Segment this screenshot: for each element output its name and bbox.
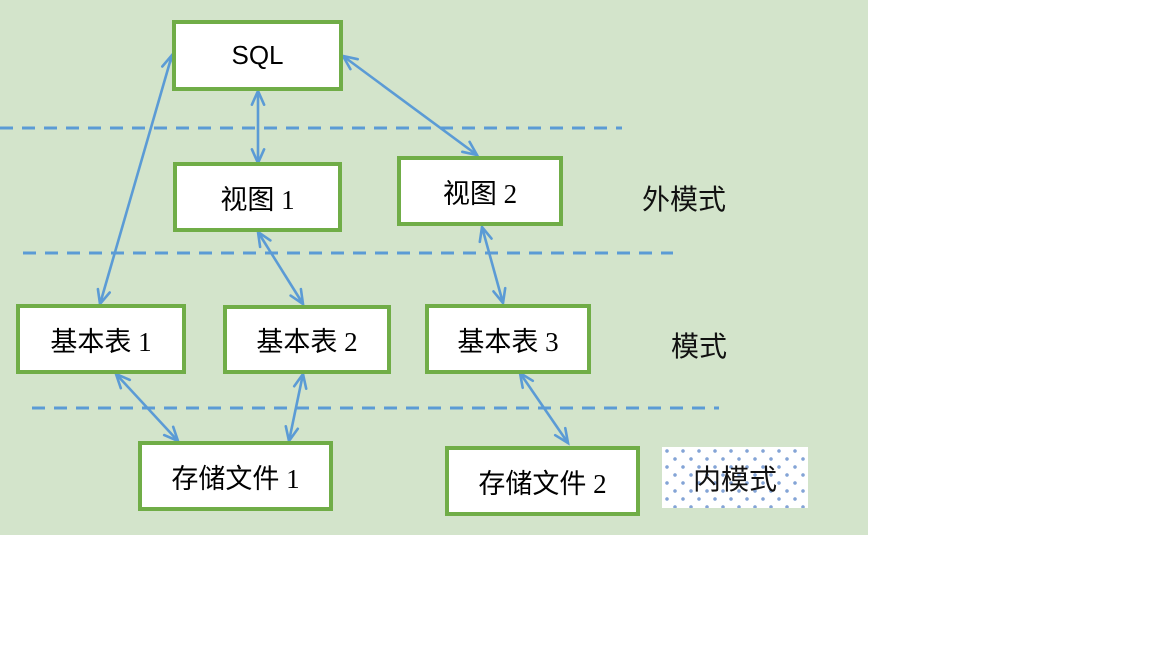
node-base-table-2: 基本表 2: [223, 305, 391, 374]
node-base-table-3: 基本表 3: [425, 304, 591, 374]
layer-label-schema: 模式: [671, 332, 728, 363]
node-label: SQL: [231, 40, 284, 70]
node-label: 基本表 1: [50, 326, 152, 357]
node-view-2: 视图 2: [397, 156, 563, 226]
node-base-table-1: 基本表 1: [16, 304, 186, 374]
node-label: 存储文件 1: [171, 463, 300, 494]
layer-label-external-schema: 外模式: [642, 185, 727, 216]
node-sql: SQL: [172, 20, 343, 91]
node-label: 存储文件 2: [478, 468, 607, 499]
node-label: 基本表 2: [256, 327, 358, 357]
node-view-1: 视图 1: [173, 162, 342, 232]
layer-label-internal-schema: 内模式: [692, 464, 777, 496]
node-label: 视图 2: [442, 178, 518, 209]
node-label: 视图 1: [220, 184, 295, 215]
layer-label-internal-schema-box: 内模式: [662, 447, 808, 508]
node-storage-file-2: 存储文件 2: [445, 446, 640, 516]
node-storage-file-1: 存储文件 1: [138, 441, 333, 511]
node-label: 基本表 3: [457, 326, 559, 357]
